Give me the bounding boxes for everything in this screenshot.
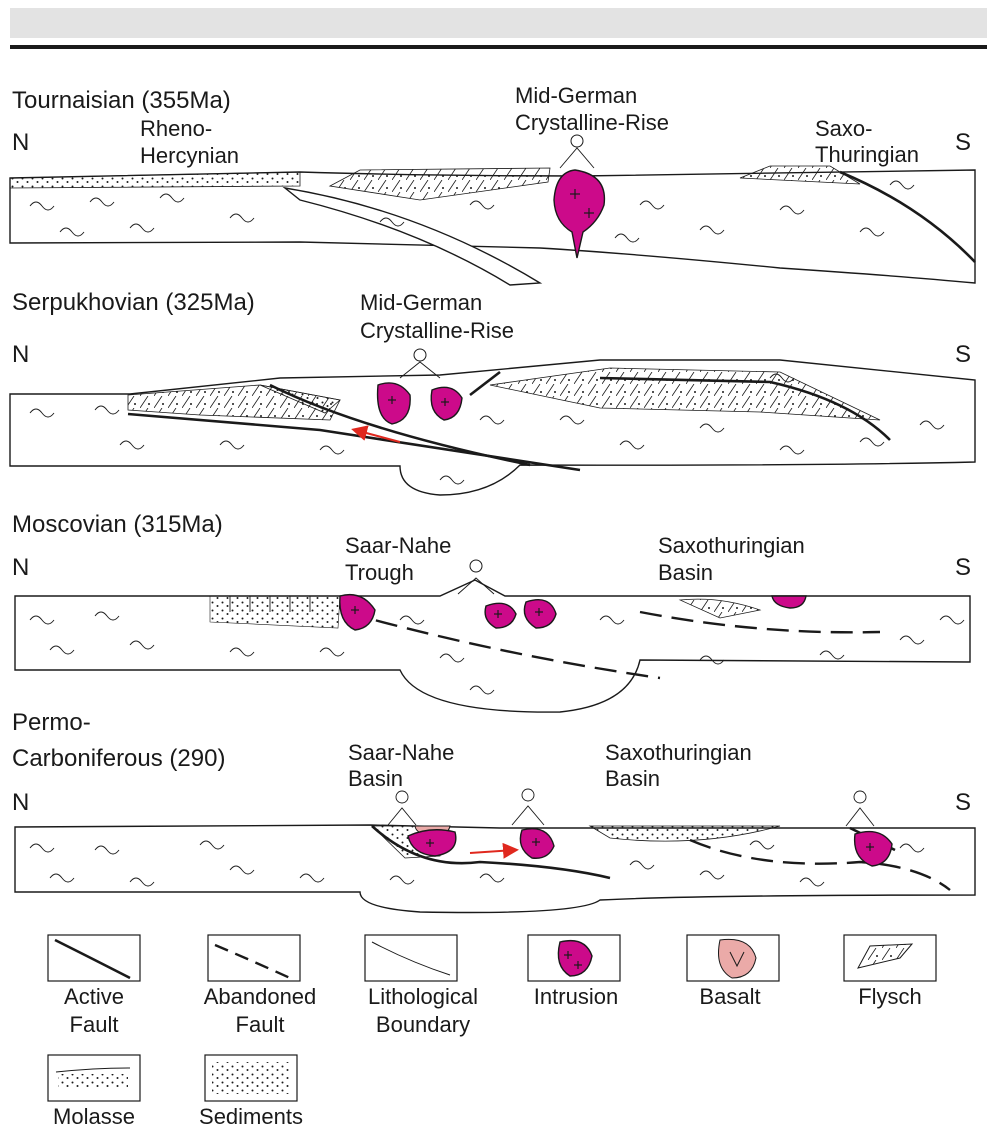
- legend-item-sediments: Sediments: [199, 1055, 303, 1129]
- legend-label-5: Basalt: [699, 984, 760, 1009]
- panel-1-mgcr-label-1: Mid-German: [515, 83, 637, 108]
- legend-label-2a: Abandoned: [204, 984, 317, 1009]
- panel-3-trough-sediments: [210, 596, 340, 628]
- panel-2-south: S: [955, 341, 971, 368]
- panel-2-crust: [10, 360, 975, 495]
- panel-1-saxo-label-2: Thuringian: [815, 142, 919, 167]
- panel-1-saxo-label-1: Saxo-: [815, 116, 872, 141]
- panel-permo-carboniferous: Permo- Carboniferous (290) N S Saar-Nahe…: [12, 709, 975, 913]
- panel-1-eruption-cloud: [571, 135, 583, 147]
- legend-label-6: Flysch: [858, 984, 922, 1009]
- panel-4-saxo-label-1: Saxothuringian: [605, 740, 752, 765]
- legend-label-1b: Fault: [70, 1012, 119, 1037]
- panel-3-eruption-cloud: [470, 560, 482, 572]
- legend: Active Fault Abandoned Fault Lithologica…: [48, 935, 936, 1129]
- legend-label-4: Intrusion: [534, 984, 618, 1009]
- legend-item-molasse: Molasse: [48, 1055, 140, 1129]
- legend-label-7: Molasse: [53, 1104, 135, 1129]
- panel-3-saxo-label-2: Basin: [658, 560, 713, 585]
- panel-4-title-2: Carboniferous (290): [12, 745, 225, 772]
- molasse-icon: [58, 1074, 128, 1088]
- panel-4-saar-label-2: Basin: [348, 766, 403, 791]
- sediments-icon: [212, 1062, 290, 1094]
- panel-4-saar-label-1: Saar-Nahe: [348, 740, 454, 765]
- legend-item-flysch: Flysch: [844, 935, 936, 1009]
- legend-label-8: Sediments: [199, 1104, 303, 1129]
- panel-1-title: Tournaisian (355Ma): [12, 87, 231, 114]
- panel-2-mgcr-label-1: Mid-German: [360, 290, 482, 315]
- panel-3-saar-label-1: Saar-Nahe: [345, 533, 451, 558]
- panel-4-saxo-label-2: Basin: [605, 766, 660, 791]
- panel-2-eruption-cloud: [414, 349, 426, 361]
- panel-1-south: S: [955, 129, 971, 156]
- panel-1-rheno-label-2: Hercynian: [140, 143, 239, 168]
- panel-4-south: S: [955, 789, 971, 816]
- legend-label-2b: Fault: [236, 1012, 285, 1037]
- panel-3-south: S: [955, 554, 971, 581]
- legend-label-3a: Lithological: [368, 984, 478, 1009]
- legend-item-abandoned-fault: Abandoned Fault: [204, 935, 317, 1037]
- panel-2-north: N: [12, 341, 29, 368]
- panel-2-mgcr-label-2: Crystalline-Rise: [360, 318, 514, 343]
- panel-4-volcanoes: [388, 789, 874, 826]
- legend-item-basalt: Basalt: [687, 935, 779, 1009]
- panel-4-north: N: [12, 789, 29, 816]
- legend-label-3b: Boundary: [376, 1012, 470, 1037]
- legend-item-intrusion: Intrusion: [528, 935, 620, 1009]
- panel-4-crust: [15, 825, 975, 913]
- panel-3-saar-label-2: Trough: [345, 560, 414, 585]
- panel-moscovian: Moscovian (315Ma) N S Saar-Nahe Trough S…: [12, 511, 971, 712]
- panel-3-title: Moscovian (315Ma): [12, 511, 223, 538]
- legend-item-active-fault: Active Fault: [48, 935, 140, 1037]
- panel-2-title: Serpukhovian (325Ma): [12, 289, 255, 316]
- legend-label-1a: Active: [64, 984, 124, 1009]
- panel-serpukhovian: Serpukhovian (325Ma) N S Mid-German Crys…: [10, 289, 975, 495]
- panel-3-saxo-label-1: Saxothuringian: [658, 533, 805, 558]
- panel-1-volcano: [560, 148, 594, 168]
- legend-item-lithological-boundary: Lithological Boundary: [365, 935, 478, 1037]
- panel-4-title-1: Permo-: [12, 709, 91, 736]
- panel-3-north: N: [12, 554, 29, 581]
- panel-1-north: N: [12, 129, 29, 156]
- panel-tournaisian: Tournaisian (355Ma) N S Rheno- Hercynian…: [10, 83, 975, 285]
- panel-1-rheno-label-1: Rheno-: [140, 116, 212, 141]
- panel-1-mgcr-label-2: Crystalline-Rise: [515, 110, 669, 135]
